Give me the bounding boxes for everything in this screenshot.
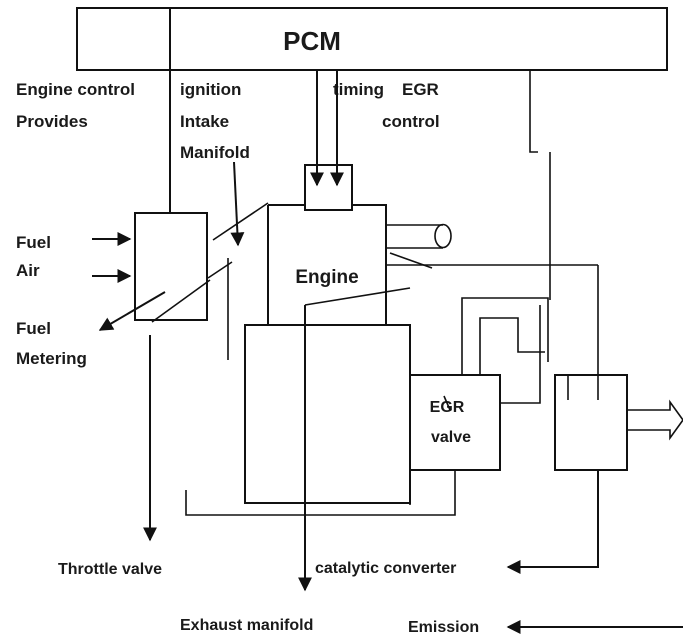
- converter-outlet-arrow: [627, 399, 683, 441]
- engine-cylinder-end: [434, 223, 452, 249]
- engine-upper-outline: [267, 204, 387, 326]
- fuel-metering-label-1: Fuel: [16, 319, 51, 338]
- provides-label: Provides: [16, 112, 88, 131]
- pcm-label: PCM: [283, 26, 341, 56]
- egr-valve-stem: [443, 395, 451, 411]
- engine-label: Engine: [295, 267, 358, 288]
- egr-pipe-inner: [479, 317, 545, 375]
- manifold-label: Manifold: [180, 143, 250, 162]
- intake-manifold-arrow: [230, 161, 245, 247]
- control-label: control: [382, 112, 440, 131]
- engine-control-label: Engine control: [16, 80, 135, 99]
- throttle-feedback-line: [185, 470, 456, 516]
- timing-label: timing: [333, 80, 384, 99]
- egr-return-pipe: [500, 305, 541, 404]
- egr-valve-label-2: valve: [431, 429, 471, 446]
- egr-pipe-outer: [461, 297, 549, 375]
- catalytic-converter-box: [554, 374, 628, 471]
- emission-label: Emission: [408, 619, 479, 636]
- fuel-label: Fuel: [16, 233, 51, 252]
- egr-valve-box: [409, 374, 501, 471]
- pcm-box: [76, 7, 668, 71]
- exhaust-manifold-diagonal: [304, 287, 411, 306]
- intake-label: Intake: [180, 112, 229, 131]
- exhaust-manifold-label: Exhaust manifold: [180, 617, 313, 634]
- egr-label: EGR: [402, 80, 439, 99]
- throttle-plate: [151, 279, 211, 323]
- engine-lower-block: [244, 324, 411, 504]
- ignition-label: ignition: [180, 80, 241, 99]
- egr-control-line-top: [529, 70, 538, 153]
- throttle-valve-label: Throttle valve: [58, 561, 162, 578]
- air-label: Air: [16, 261, 40, 280]
- catalytic-converter-label: catalytic converter: [315, 560, 456, 577]
- egr-valve-label-1: EGR: [430, 399, 465, 416]
- catalytic-converter-arrow: [506, 470, 599, 574]
- fuel-metering-label-2: Metering: [16, 349, 87, 368]
- intake-pipe-top: [212, 202, 269, 241]
- timing-box: [304, 164, 353, 211]
- fuel-metering-arrow: [98, 291, 166, 331]
